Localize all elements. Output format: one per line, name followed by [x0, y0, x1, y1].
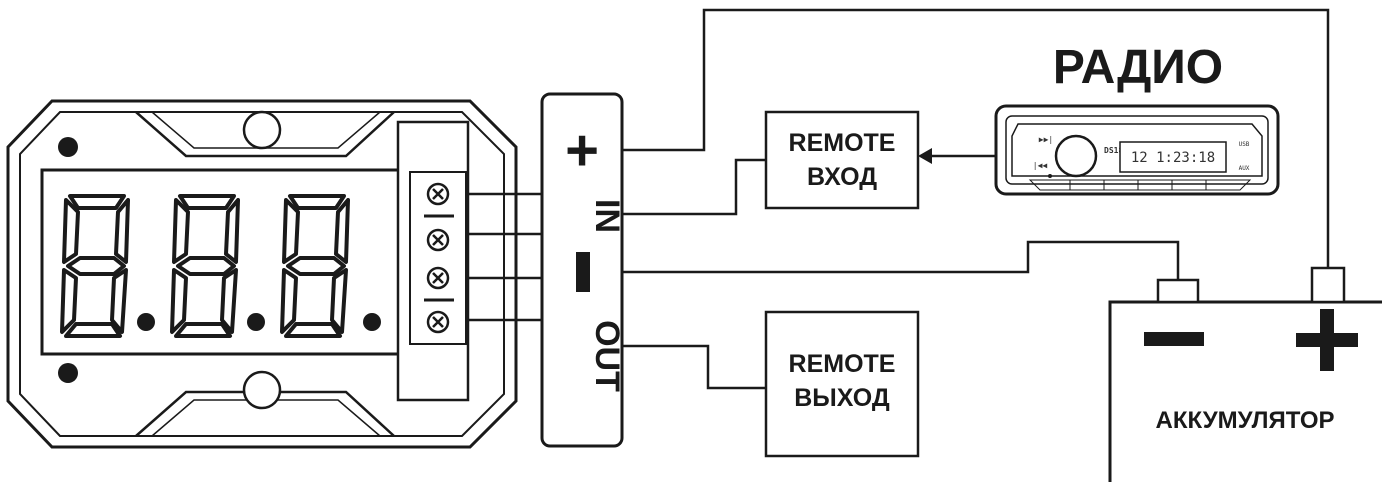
decimal-point [137, 313, 155, 331]
terminal-screws [424, 182, 454, 334]
connector-panel: + IN OUT [540, 92, 626, 448]
aux-label: AUX [1239, 165, 1250, 172]
bottom-mount-hole [242, 370, 282, 410]
arrow-head [918, 148, 932, 164]
remote-out-line2: ВЫХОД [794, 384, 890, 412]
connector-in-label: IN [588, 199, 626, 233]
remote-out-line1: REMOTE [789, 350, 896, 378]
radio-title: РАДИО [1053, 41, 1223, 94]
radio-unit: РАДИО ▶▶| |◀◀ DS18 12 1:23:18 USB AUX [994, 41, 1280, 196]
connector-minus-mark [576, 252, 590, 292]
radio-display [1119, 141, 1227, 173]
radio-brand: DS18 [1104, 146, 1123, 155]
display-digits [60, 194, 381, 338]
wiring [622, 8, 1330, 390]
battery-label: АККУМУЛЯТОР [1156, 407, 1335, 434]
decimal-point [247, 313, 265, 331]
screw-top-left [58, 137, 78, 157]
usb-label: USB [1239, 141, 1250, 148]
top-mount-hole [242, 110, 282, 150]
voltmeter-device [6, 99, 542, 449]
prev-track-icon: |◀◀ [1033, 161, 1048, 170]
remote-in-box: REMOTE ВХОД [764, 110, 920, 210]
remote-in-line2: ВХОД [807, 163, 877, 191]
battery-negative-terminal [1156, 278, 1200, 304]
remote-in-line1: REMOTE [789, 129, 896, 157]
radio-display-time: 12 1:23:18 [1131, 150, 1215, 166]
battery: АККУМУЛЯТОР [1108, 266, 1382, 482]
next-track-icon: ▶▶| [1039, 135, 1053, 144]
screw-bottom-left [58, 363, 78, 383]
connector-plus: + [565, 118, 599, 183]
battery-plus-sign [1296, 309, 1358, 371]
connector-out-label: OUT [588, 320, 626, 392]
battery-minus-sign [1144, 332, 1204, 346]
decimal-point [363, 313, 381, 331]
radio-preset-buttons [1028, 179, 1252, 191]
volume-knob [1054, 134, 1098, 178]
battery-positive-terminal [1310, 266, 1346, 304]
terminal-wires [466, 192, 542, 322]
remote-out-box: REMOTE ВЫХОД [764, 310, 920, 458]
